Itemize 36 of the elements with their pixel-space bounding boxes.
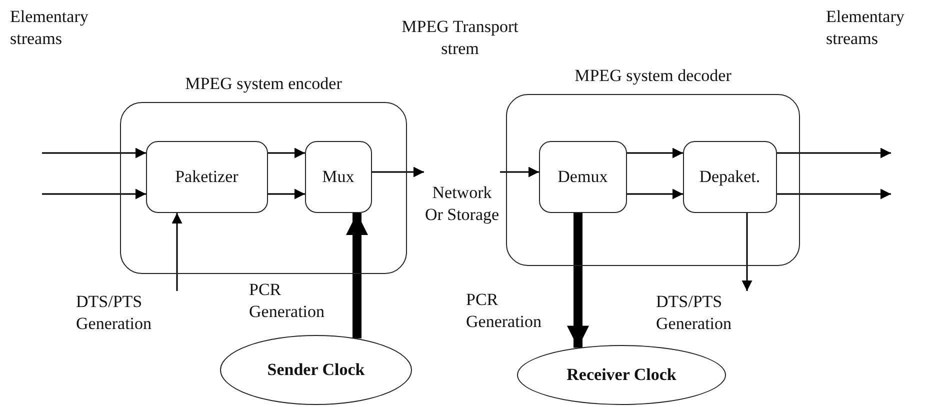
arrow (372, 166, 424, 178)
edge-label: PCR Generation (466, 289, 543, 333)
process-box (304, 140, 372, 213)
box-heading: MPEG system decoder (574, 66, 732, 86)
arrow (42, 188, 146, 200)
arrow (777, 188, 891, 200)
edge-label: PCR Generation (249, 279, 326, 323)
thick-arrow (346, 213, 368, 338)
box-label: Mux (322, 166, 354, 187)
generation-text: DTS/PTS Generation (76, 291, 180, 337)
clock-ellipse (220, 335, 412, 405)
text-label: Elementary streams (10, 6, 90, 50)
box-label: Sender Clock (267, 360, 365, 380)
process-box (682, 140, 777, 213)
process-box (146, 140, 268, 213)
thick-arrow (567, 213, 589, 348)
text-label: Elementary streams (826, 6, 906, 50)
clock-ellipse (517, 345, 726, 405)
arrow (42, 148, 146, 158)
arrow (627, 148, 683, 158)
generation-text: DTS/PTS Generation (656, 291, 760, 337)
arrow (742, 213, 752, 291)
box-label: Depaket. (699, 166, 760, 187)
box-label: Demux (558, 166, 608, 187)
text-label: MPEG Transport strem (400, 16, 520, 60)
arrow (268, 148, 305, 158)
box-label: Paketizer (175, 166, 238, 187)
arrow (172, 213, 182, 291)
arrow (627, 188, 683, 200)
arrow (500, 166, 539, 178)
storage-text: Network Or Storage (424, 182, 500, 252)
box-heading: MPEG system encoder (184, 74, 343, 94)
arrow (268, 188, 305, 200)
process-box (538, 140, 627, 213)
arrow (777, 148, 891, 158)
box-label: Receiver Clock (566, 365, 676, 385)
